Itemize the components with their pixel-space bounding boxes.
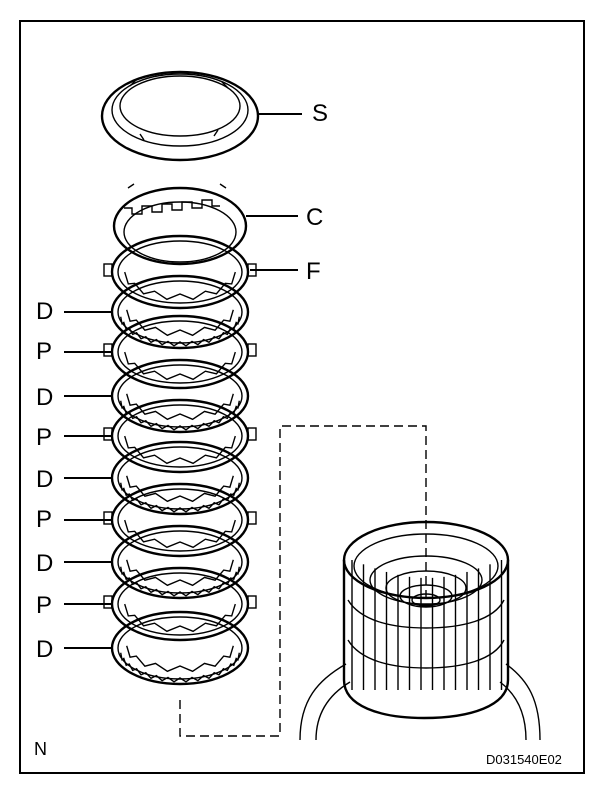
friction-disc [110, 274, 250, 350]
friction-disc [110, 440, 250, 516]
snap-ring [100, 70, 260, 162]
steel-plate [103, 314, 257, 390]
friction-disc [110, 610, 250, 686]
figure-code: D031540E02 [486, 752, 562, 767]
label-disc-4: D [36, 550, 54, 577]
friction-disc [110, 358, 250, 434]
leader-lines [246, 113, 302, 271]
figure-frame [19, 20, 585, 774]
view-mark: N [34, 739, 47, 759]
clutch-flange-c [112, 183, 248, 266]
label-disc-5: D [36, 636, 54, 663]
label-disc-2: D [36, 384, 54, 411]
label-plate-3: P [36, 506, 53, 533]
alignment-dashed-line [179, 425, 427, 737]
clutch-stack [103, 234, 257, 686]
friction-disc [110, 524, 250, 600]
label-clutch-flange: C [306, 204, 324, 231]
left-leader-lines [64, 311, 112, 649]
label-disc-3: D [36, 466, 54, 493]
label-plate-4: P [36, 592, 53, 619]
label-flange: F [306, 258, 321, 285]
label-plate-1: P [36, 338, 53, 365]
label-disc-1: D [36, 298, 54, 325]
label-plate-2: P [36, 424, 53, 451]
label-snap-ring: S [312, 100, 329, 127]
flange-plate [103, 234, 257, 310]
clutch-drum [299, 520, 541, 741]
